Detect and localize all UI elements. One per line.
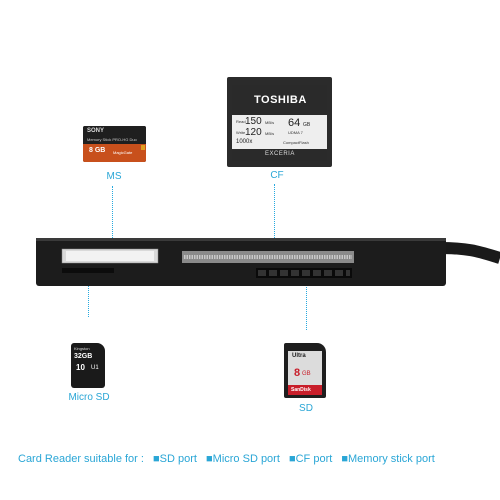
cf-card-series: EXCERIA — [265, 151, 295, 157]
cf-card-udma: UDMA 7 — [288, 130, 303, 135]
cf-card-capacity-unit: GB — [303, 122, 311, 128]
memory-stick-card: SONY Memory Stick PRO-HG Duo 8 GB MagicG… — [83, 126, 146, 162]
sd-card-brand-band — [288, 385, 322, 395]
label-cf: CF — [270, 170, 284, 181]
microsd-card-uhs: U1 — [91, 365, 99, 371]
caption-port-sd: ■SD port — [153, 453, 197, 465]
caption: Card Reader suitable for : ■SD port ■Mic… — [18, 453, 441, 465]
microsd-card: Kingston 32GB 10 U1 — [71, 343, 105, 388]
cf-card-format: CompactFlash — [283, 140, 309, 145]
cf-card-series-band — [232, 149, 327, 161]
label-ms: MS — [106, 171, 122, 182]
sd-card-capacity: 8 — [294, 367, 301, 379]
ms-card-label-top — [83, 126, 146, 144]
caption-port-microsd: ■Micro SD port — [206, 453, 280, 465]
microsd-slot — [62, 268, 114, 273]
cf-card-write-speed: 120 — [245, 127, 262, 138]
label-microsd: Micro SD — [68, 392, 110, 403]
ms-card-type: MagicGate — [113, 150, 133, 155]
ms-slot-inner — [66, 251, 154, 261]
ms-card-product: Memory Stick PRO-HG Duo — [87, 137, 137, 142]
cf-card-brand-band — [232, 85, 327, 115]
ms-leader-line — [112, 186, 113, 246]
cf-card-write-label: Write — [236, 130, 246, 135]
cf-card: TOSHIBA Read 150 MB/s Write 120 MB/s 64 … — [227, 77, 332, 167]
usb-cable — [439, 242, 500, 264]
cf-card-read-label: Read — [236, 119, 246, 124]
cf-card-read-speed: 150 — [245, 116, 262, 127]
cf-card-write-unit: MB/s — [265, 131, 275, 136]
ms-card-notch — [141, 145, 145, 150]
microsd-card-brand: Kingston — [74, 346, 90, 351]
ms-card-capacity: 8 GB — [89, 147, 106, 154]
cf-card-read-unit: MB/s — [265, 120, 275, 125]
sd-leader-line — [306, 266, 307, 330]
microsd-card-class: 10 — [76, 363, 85, 372]
microsd-card-capacity: 32GB — [74, 353, 93, 360]
sd-card: Ultra 8 GB SanDisk — [284, 343, 326, 398]
cf-leader-line — [274, 184, 275, 244]
caption-prefix: Card Reader suitable for : — [18, 453, 144, 465]
sd-card-capacity-unit: GB — [302, 371, 311, 377]
caption-port-memory-stick: ■Memory stick port — [341, 453, 435, 465]
cf-card-brand: TOSHIBA — [254, 94, 307, 106]
microsd-leader-line — [88, 262, 89, 317]
ms-card-brand: SONY — [87, 128, 105, 134]
caption-port-cf: ■CF port — [288, 453, 333, 465]
sd-card-series: Ultra — [292, 353, 306, 359]
label-sd: SD — [299, 403, 313, 414]
sd-card-brand: SanDisk — [291, 387, 311, 393]
cf-card-capacity: 64 — [288, 117, 301, 129]
ms-card-stripe — [83, 144, 146, 162]
cf-card-rating: 1000x — [236, 139, 253, 145]
reader-top-edge — [36, 238, 446, 241]
